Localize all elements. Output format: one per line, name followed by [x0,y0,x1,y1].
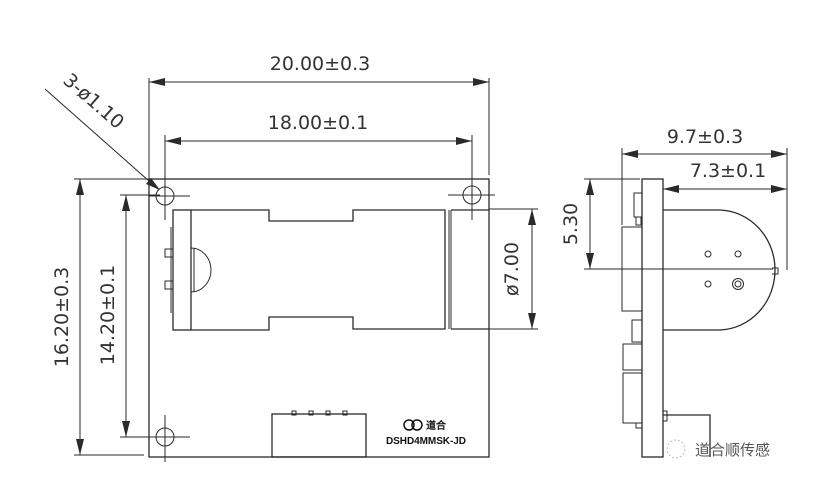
side-sensor-dome [663,209,776,331]
dim-text-overall-depth: 9.7±0.3 [667,126,743,148]
dim-text-lens-depth: 7.3±0.1 [690,160,766,182]
dim-text-overall-width: 20.00±0.3 [270,53,371,75]
dim-overall-depth: 9.7±0.3 [621,126,788,270]
dim-lens-diameter: ø7.00 [489,208,538,330]
dim-overall-height: 16.20±0.3 [51,178,149,456]
dim-center-height: 5.30 [560,178,773,270]
side-pcb [641,178,664,458]
watermark-text: 道合顺传感 [695,441,770,459]
mounting-hole-top-left [149,140,190,220]
side-view: 9.7±0.3 7.3±0.1 5.30 [560,126,788,458]
model-number: DSHD4MMSK-JD [386,436,466,447]
dim-text-hole-spacing-h: 18.00±0.1 [268,112,369,134]
dim-text-lens-diameter: ø7.00 [501,242,523,296]
connector [271,410,367,458]
dim-hole-spacing-h: 18.00±0.1 [164,112,473,160]
back-components [621,192,643,429]
dim-text-overall-height: 16.20±0.3 [51,267,73,368]
sensor-pins [704,250,744,290]
front-view: 道合 DSHD4MMSK-JD 20.00±0.3 18.00±0.1 3-ø1… [44,53,538,462]
side-connector [663,414,711,457]
sensor-body [164,209,489,331]
pcb-marking: 道合 DSHD4MMSK-JD [386,419,466,447]
dim-hole-spacing-v: 14.20±0.1 [97,194,160,438]
logo-chinese: 道合 [426,419,447,432]
dim-overall-width: 20.00±0.3 [148,53,490,179]
dim-hole-callout: 3-ø1.10 [44,69,160,190]
dim-lens-depth: 7.3±0.1 [663,160,787,193]
dim-text-hole-callout: 3-ø1.10 [59,69,128,133]
logo-icon [403,419,415,431]
dim-text-center-height: 5.30 [560,203,582,245]
watermark: 道合顺传感 [666,439,770,459]
dim-text-hole-spacing-v: 14.20±0.1 [97,265,119,366]
wechat-icon [666,439,686,459]
